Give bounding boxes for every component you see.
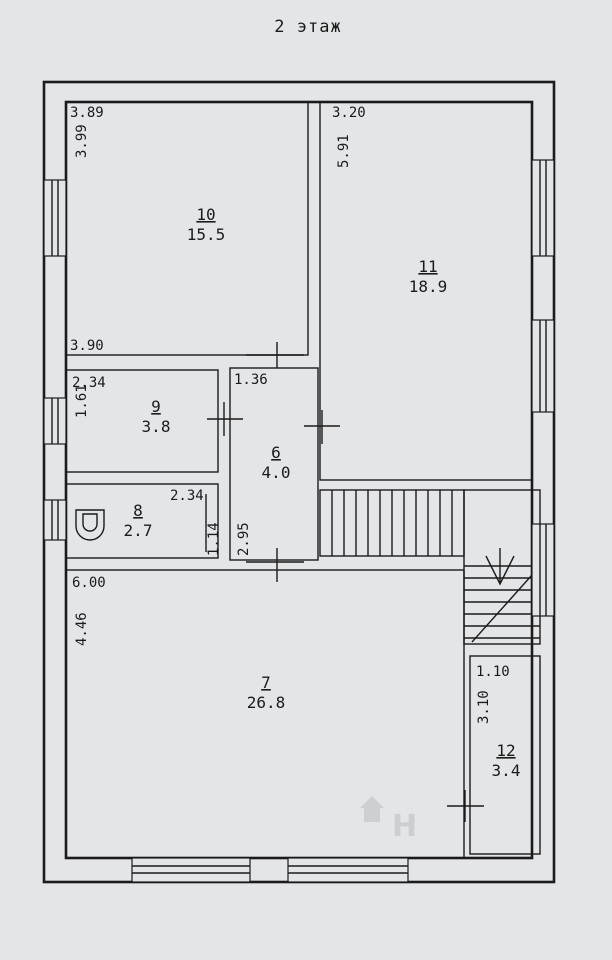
room-8-area: 2.7	[124, 521, 153, 540]
room-7-area: 26.8	[247, 693, 286, 712]
window-right-room-11-a	[531, 159, 555, 257]
room-11-area: 18.9	[409, 277, 448, 296]
room-10-dim-width: 3.89	[70, 105, 104, 121]
room-12-dim-height: 3.10	[476, 690, 492, 724]
room-7-outline	[65, 569, 465, 859]
window-left-room-8	[43, 499, 67, 541]
window-bottom-room-7-a	[131, 857, 251, 883]
outer-wall-outer	[42, 80, 556, 884]
room-6-area: 4.0	[262, 463, 291, 482]
room-9-dim-height: 1.61	[74, 384, 90, 418]
window-right-room-11-b	[531, 319, 555, 413]
room-8-dim-width: 2.34	[170, 488, 204, 504]
toilet-icon	[75, 509, 105, 541]
room-7-dim-height: 4.46	[74, 612, 90, 646]
room-11-number: 11	[418, 257, 437, 276]
room-11-dim-height: 5.91	[336, 134, 352, 168]
room-9-dim-width: 2.34	[72, 375, 106, 391]
window-bottom-room-7-b	[287, 857, 409, 883]
room-10-area: 15.5	[187, 225, 226, 244]
room-6-outline	[229, 367, 319, 561]
window-left-room-10	[43, 179, 67, 257]
window-right-stair	[531, 523, 555, 617]
door-marks	[205, 342, 484, 822]
room-12-area: 3.4	[492, 761, 521, 780]
room-12-outline	[469, 655, 541, 855]
room-10-number: 10	[196, 205, 215, 224]
room-8-number: 8	[133, 501, 143, 520]
room-12-number: 12	[496, 741, 515, 760]
watermark-logo-text: Н	[392, 809, 417, 844]
room-7-number: 7	[261, 673, 271, 692]
room-12-dim-width: 1.10	[476, 664, 510, 680]
staircase	[319, 489, 541, 645]
room-6-dim-height: 2.95	[236, 522, 252, 556]
floor-title: 2 этаж	[274, 17, 341, 37]
room-10-dim-bottom: 3.90	[70, 338, 104, 354]
room-6-number: 6	[271, 443, 281, 462]
room-10-dim-height: 3.99	[74, 124, 90, 158]
room-7-dim-width: 6.00	[72, 575, 106, 591]
room-6-dim-width: 1.36	[234, 372, 268, 388]
room-8-dim-height: 1.14	[206, 522, 222, 556]
room-9-area: 3.8	[142, 417, 171, 436]
toilet-bowl-icon	[82, 513, 98, 532]
room-11-dim-width: 3.20	[332, 105, 366, 121]
room-9-number: 9	[151, 397, 161, 416]
window-left-room-9	[43, 397, 67, 445]
watermark-logo: Н	[360, 796, 417, 844]
